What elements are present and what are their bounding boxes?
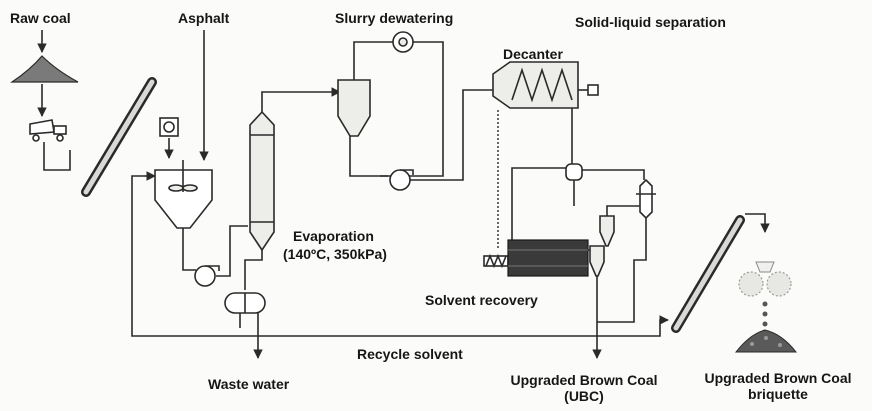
recycle-solvent-label: Recycle solvent	[357, 346, 463, 362]
inclined-conveyor-left	[81, 77, 157, 197]
recovery-feed-line	[511, 167, 566, 250]
dewatering-cyclone	[337, 79, 371, 137]
evaporator-vapor-line	[261, 87, 341, 112]
ubc-label: Upgraded Brown Coal (UBC)	[510, 372, 657, 404]
dryer-cyclone	[589, 245, 605, 277]
dump-truck-icon	[29, 119, 67, 142]
pump-to-evaporator-line	[216, 225, 248, 277]
screw-feeder	[483, 253, 509, 269]
slurry-pump-icon	[194, 265, 220, 287]
cyclone-vapor-line	[606, 205, 640, 216]
decanter-unit	[492, 61, 599, 109]
solvent-recovery-label: Solvent recovery	[425, 292, 538, 308]
briquette-label: Upgraded Brown Coal briquette	[704, 370, 851, 402]
top-pump-return-line	[380, 41, 444, 177]
condenser-to-column-line	[582, 169, 645, 180]
top-pump-icon	[392, 31, 414, 53]
cyclone-underflow-line	[349, 136, 388, 177]
recycle-solvent-line-left	[131, 175, 590, 337]
asphalt-label: Asphalt	[178, 10, 230, 26]
waste-water-label: Waste water	[208, 376, 290, 392]
decanter-label: Decanter	[503, 46, 563, 62]
water-separator-drum	[224, 292, 266, 314]
briquette-drop-dots	[762, 301, 768, 327]
inclined-conveyor-right	[671, 215, 745, 333]
column-return-line	[597, 218, 647, 323]
briquette-label-line2: briquette	[748, 386, 808, 402]
feeder-icon	[159, 117, 179, 137]
ubc-label-line2: (UBC)	[564, 388, 604, 404]
coal-pile-icon	[10, 55, 79, 83]
ubc-label-line1: Upgraded Brown Coal	[510, 372, 658, 388]
briquette-press-icon	[738, 261, 792, 297]
raw-coal-label: Raw coal	[10, 10, 71, 26]
briquette-pile-icon	[734, 329, 798, 353]
evaporation-column	[249, 110, 275, 252]
rotary-dryer	[507, 239, 589, 277]
vapor-cyclone	[599, 215, 615, 247]
cyclone-to-top-pump-line	[353, 41, 393, 80]
recovery-column	[636, 178, 656, 220]
evaporator-bottom-line	[244, 250, 263, 290]
solid-liquid-separation-label: Solid-liquid separation	[575, 14, 726, 30]
slurry-dewatering-label: Slurry dewatering	[335, 10, 454, 26]
condenser-drum	[565, 163, 583, 181]
evaporation-conditions-label: (140ºC, 350kPa)	[283, 246, 387, 262]
slurry-mixing-tank	[154, 160, 213, 229]
evaporation-label: Evaporation	[293, 228, 374, 244]
middle-pump-icon	[389, 169, 414, 191]
briquette-label-line1: Upgraded Brown Coal	[704, 370, 852, 386]
ubc-to-conveyor-line	[590, 315, 669, 337]
truck-loop-line	[43, 142, 71, 171]
pump-to-decanter-line	[410, 89, 493, 181]
conveyor-to-press-arrow	[745, 213, 770, 233]
tank-to-pump-line	[182, 228, 196, 271]
